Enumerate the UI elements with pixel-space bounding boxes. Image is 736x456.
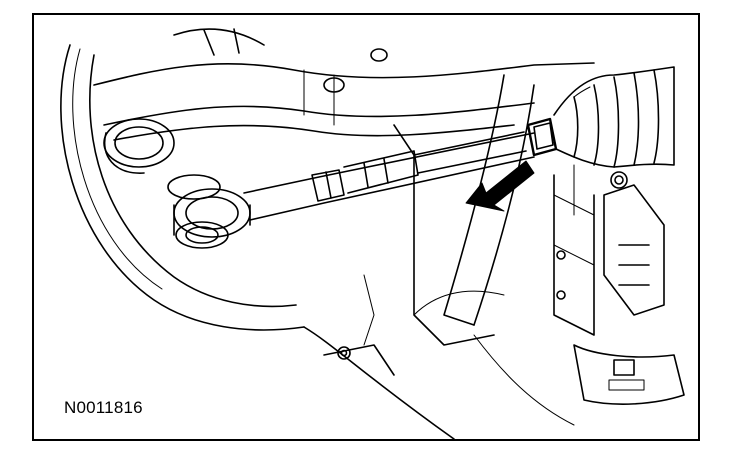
tie-rod-shaft	[243, 131, 535, 221]
figure-reference-code: N0011816	[64, 398, 143, 417]
steering-boot	[553, 66, 675, 168]
inner-tie-rod-socket	[526, 117, 558, 157]
figure-frame: N0011816	[32, 13, 700, 441]
control-arm-bushing	[103, 118, 175, 174]
lower-control-arm	[93, 28, 595, 141]
arrow-pointer-icon	[465, 160, 535, 212]
tie-rod-end	[167, 174, 251, 249]
tie-rod-illustration	[60, 28, 685, 439]
wheel-arc	[60, 44, 305, 331]
lower-body-panels	[303, 124, 685, 439]
